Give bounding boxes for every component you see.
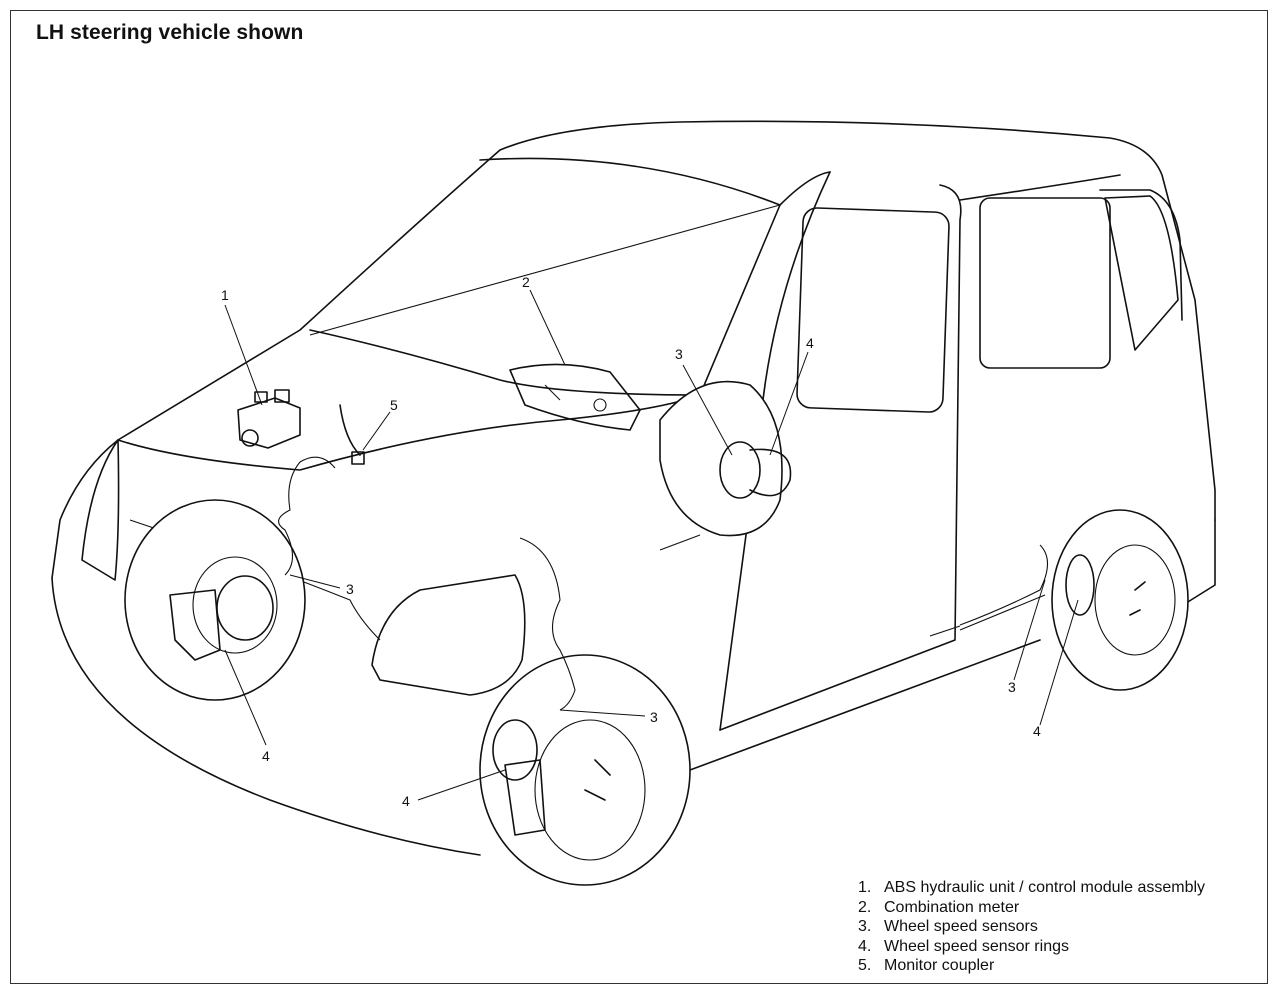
callout-4-front-left: 4: [262, 748, 270, 764]
abs-hydraulic-unit: [237, 389, 301, 449]
legend-item: 4. Wheel speed sensor rings: [858, 937, 1205, 957]
legend-number: 3.: [858, 918, 872, 935]
vehicle-body: [51, 120, 1216, 856]
legend-number: 1.: [858, 879, 872, 896]
legend-number: 4.: [858, 937, 872, 955]
legend-number: 5.: [858, 957, 872, 974]
callout-4-rear-left: 4: [1033, 723, 1041, 739]
callout-5: 5: [390, 397, 398, 413]
callout-4-rear-right: 4: [806, 335, 814, 351]
callout-leaders: [224, 289, 1079, 801]
legend-number: 2.: [858, 898, 872, 916]
legend-text: ABS hydraulic unit / control module asse…: [884, 879, 1206, 896]
legend-text: Combination meter: [884, 898, 1020, 916]
combination-meter: [509, 363, 641, 431]
callout-4-front-right: 4: [402, 793, 410, 809]
sensor-wiring: [278, 456, 1049, 711]
figure-frame: [10, 10, 1268, 984]
rear-right-wheel: [659, 380, 792, 537]
rear-left-wheel: [1051, 509, 1189, 691]
legend-item: 3. Wheel speed sensors: [858, 917, 1205, 937]
callout-2: 2: [522, 274, 530, 290]
legend-item: 1. ABS hydraulic unit / control module a…: [858, 878, 1205, 898]
callout-3-front-left: 3: [346, 581, 354, 597]
legend-text: Wheel speed sensors: [884, 918, 1038, 935]
legend-text: Monitor coupler: [884, 957, 995, 974]
callout-3-front-right: 3: [650, 709, 658, 725]
figure-title: LH steering vehicle shown: [36, 21, 304, 44]
legend-item: 5. Monitor coupler: [858, 956, 1205, 976]
front-left-wheel: [124, 499, 306, 701]
callout-3-rear-left: 3: [1008, 679, 1016, 695]
callout-1: 1: [221, 287, 229, 303]
legend-item: 2. Combination meter: [858, 898, 1205, 918]
legend-text: Wheel speed sensor rings: [884, 937, 1069, 955]
callout-3-rear-right: 3: [675, 346, 683, 362]
monitor-coupler: [339, 404, 365, 465]
front-right-wheel: [479, 654, 691, 886]
parts-legend: 1. ABS hydraulic unit / control module a…: [858, 878, 1205, 976]
